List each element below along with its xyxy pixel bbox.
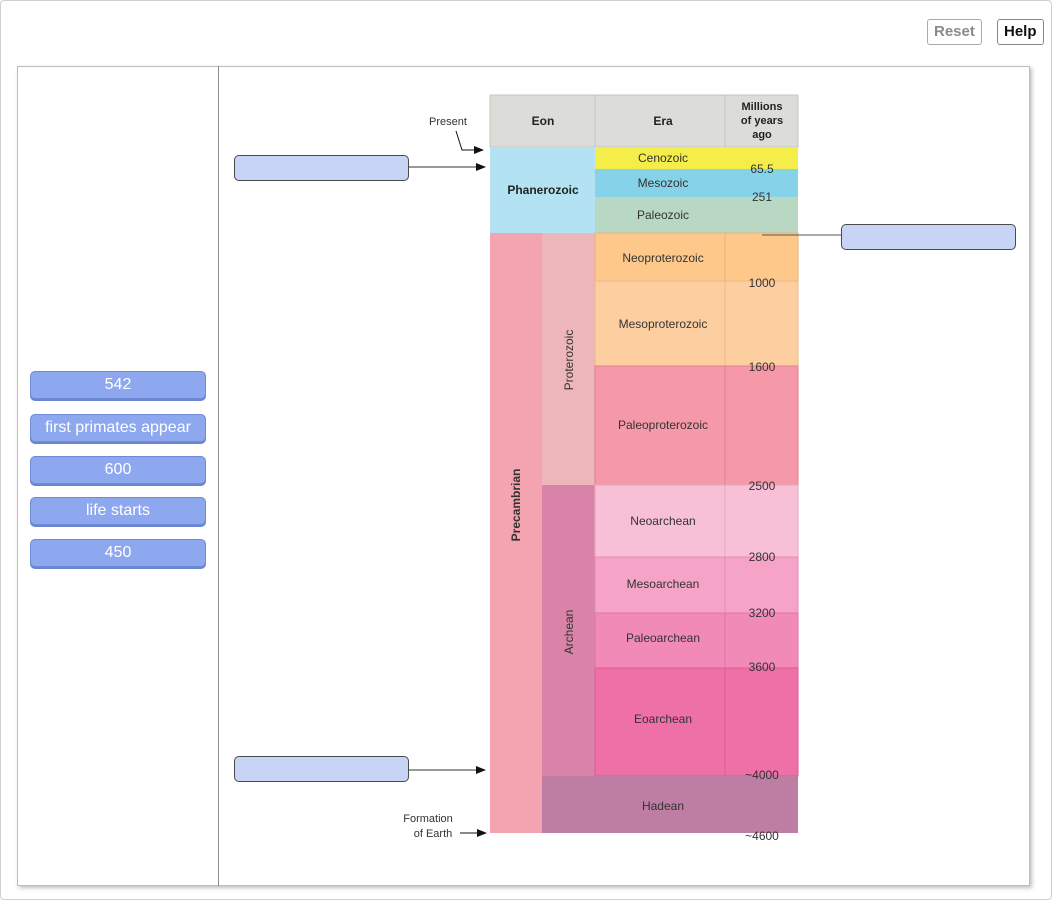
year-1600: 1600 (749, 360, 776, 374)
era-mesoarchean (594, 556, 726, 614)
drop-target-right[interactable] (841, 224, 1016, 250)
era-cenozoic (595, 147, 725, 169)
header-mya-line1: Millions (742, 101, 783, 113)
year-251: 251 (752, 190, 772, 204)
header-eon: Eon (532, 114, 555, 128)
help-button[interactable]: Help (997, 19, 1044, 45)
era-neoarchean-years-cell (724, 484, 799, 558)
drop-target-top[interactable] (234, 155, 409, 181)
eon-archean-label: Archean (562, 610, 576, 655)
present-arrow (455, 130, 484, 154)
era-mesozoic-label: Mesozoic (638, 176, 689, 190)
era-paleozoic (595, 197, 725, 233)
era-paleoproterozoic-label: Paleoproterozoic (618, 418, 708, 432)
formation-label-line1: Formation (403, 813, 453, 825)
header-mya-cell (724, 94, 799, 148)
era-paleoarchean-years-cell (724, 612, 799, 669)
eon-archean (542, 485, 595, 776)
era-paleoarchean-label: Paleoarchean (626, 631, 700, 645)
label-chip-600[interactable]: 600 (30, 456, 206, 484)
header-mya-line3: ago (752, 129, 772, 141)
label-chip-first-primates-appear[interactable]: first primates appear (30, 414, 206, 442)
present-label: Present (429, 116, 467, 128)
era-neoproterozoic-label: Neoproterozoic (622, 251, 703, 265)
year-3600: 3600 (749, 660, 776, 674)
year-3200: 3200 (749, 606, 776, 620)
year-2800: 2800 (749, 550, 776, 564)
label-chip-542[interactable]: 542 (30, 371, 206, 399)
label-chip-450[interactable]: 450 (30, 539, 206, 567)
reset-button[interactable]: Reset (927, 19, 982, 45)
era-cenozoic-label: Cenozoic (638, 151, 688, 165)
geologic-timescale-figure: Eon Era Millions of years ago Phanerozoi… (403, 94, 853, 843)
era-hadean-label: Hadean (642, 799, 684, 813)
era-mesoproterozoic (594, 280, 726, 367)
eon-precambrian (490, 233, 542, 833)
era-eoarchean-label: Eoarchean (634, 712, 692, 726)
era-mesoproterozoic-years-cell (724, 280, 799, 367)
year-65-5: 65.5 (750, 162, 774, 176)
header-era-cell (594, 94, 726, 148)
drop-target-bottom[interactable] (234, 756, 409, 782)
year-2500: 2500 (749, 479, 776, 493)
era-neoarchean-label: Neoarchean (630, 514, 695, 528)
header-era: Era (653, 114, 673, 128)
year-1000: 1000 (749, 276, 776, 290)
era-eoarchean-years-cell (724, 667, 799, 777)
era-mesoarchean-label: Mesoarchean (627, 577, 700, 591)
era-mesoproterozoic-label: Mesoproterozoic (619, 317, 708, 331)
era-paleoproterozoic-years-cell (724, 365, 799, 486)
header-mya-line2: of years (741, 115, 783, 127)
era-neoproterozoic-years-cell (724, 232, 799, 282)
era-mesozoic (595, 169, 725, 197)
era-paleozoic-years-cell (725, 197, 798, 233)
era-hadean (542, 776, 798, 833)
era-neoarchean (594, 484, 726, 558)
eon-phanerozoic-label: Phanerozoic (507, 183, 579, 197)
eon-proterozoic (542, 233, 595, 485)
era-mesoarchean-years-cell (724, 556, 799, 614)
era-paleozoic-label: Paleozoic (637, 208, 689, 222)
header-eon-cell (489, 94, 596, 148)
eon-proterozoic-label: Proterozoic (562, 330, 576, 391)
era-eoarchean (594, 667, 726, 777)
label-chip-life-starts[interactable]: life starts (30, 497, 206, 525)
eon-phanerozoic (490, 147, 595, 233)
year-4600: ~4600 (745, 829, 779, 843)
formation-label-line2: of Earth (414, 828, 453, 840)
era-cenozoic-years-cell (725, 147, 798, 169)
era-mesozoic-years-cell (725, 169, 798, 197)
year-4000: ~4000 (745, 768, 779, 782)
eon-precambrian-label: Precambrian (509, 469, 523, 542)
panel-divider (218, 66, 219, 886)
